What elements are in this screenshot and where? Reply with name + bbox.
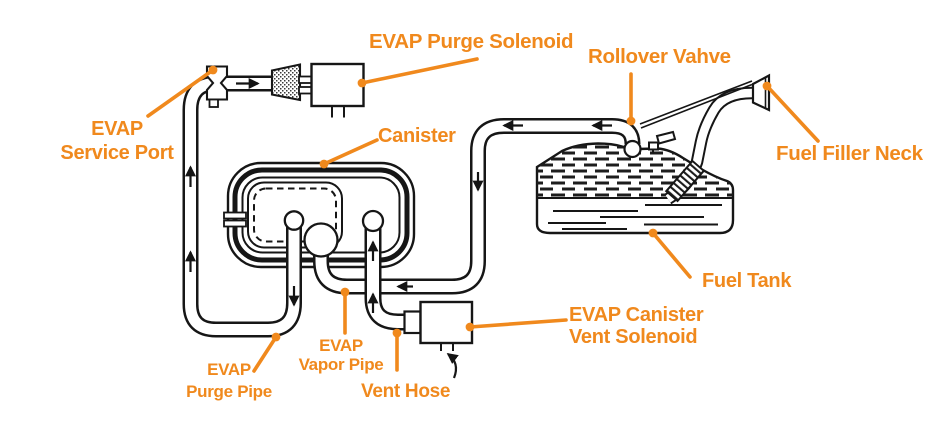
- fuel-level-lines: [548, 204, 722, 230]
- canister-vapor-port: [303, 222, 339, 258]
- tank-top-fitting: [648, 130, 677, 154]
- leader-lines: [146, 57, 820, 373]
- label-evap-service-port: EVAP Service Port: [60, 118, 174, 164]
- purge-solenoid-drawing: [270, 62, 365, 118]
- leader-canister: [319, 138, 379, 169]
- canister-purge-port: [283, 210, 305, 231]
- leader-vapor-pipe: [340, 287, 350, 335]
- canister-inner-element: [253, 187, 337, 243]
- leader-rollover-valve: [626, 72, 636, 126]
- leader-vent-hose: [392, 328, 402, 372]
- label-fuel-filler-neck: Fuel Filler Neck: [776, 142, 923, 165]
- service-port-fitting: [205, 65, 229, 108]
- label-evap-canister-vent-solenoid: EVAP Canister Vent Solenoid: [569, 304, 704, 348]
- canister-bracket: [223, 219, 247, 228]
- leader-service-port: [146, 65, 218, 118]
- air-inlet-arrow: [446, 353, 459, 379]
- label-rollover-valve: Rollover Vahve: [588, 45, 731, 68]
- vent-solenoid-drawing: [403, 300, 474, 379]
- leader-fuel-filler-neck: [762, 81, 820, 143]
- label-evap-purge-pipe: EVAP Purge Pipe: [186, 360, 272, 401]
- flow-arrows: [185, 78, 612, 313]
- rollover-valve-drawing: [623, 139, 642, 159]
- leader-purge-solenoid: [357, 57, 479, 88]
- filler-pipe-sleeve: [664, 159, 706, 203]
- label-evap-vapor-pipe: EVAP Vapor Pipe: [298, 336, 384, 374]
- leader-purge-pipe: [252, 332, 281, 373]
- leader-fuel-tank: [648, 228, 692, 279]
- label-canister: Canister: [378, 125, 456, 147]
- label-fuel-tank: Fuel Tank: [702, 270, 792, 292]
- label-evap-purge-solenoid: EVAP Purge Solenoid: [369, 30, 574, 53]
- label-vent-hose: Vent Hose: [361, 381, 451, 402]
- leader-vent-solenoid: [465, 318, 568, 332]
- filler-vent-line: [639, 80, 753, 129]
- canister-vent-port: [361, 209, 385, 233]
- pipe-vapor-line: [313, 118, 641, 295]
- canister-bracket: [223, 211, 247, 220]
- pipe-purge-loop: [182, 75, 302, 338]
